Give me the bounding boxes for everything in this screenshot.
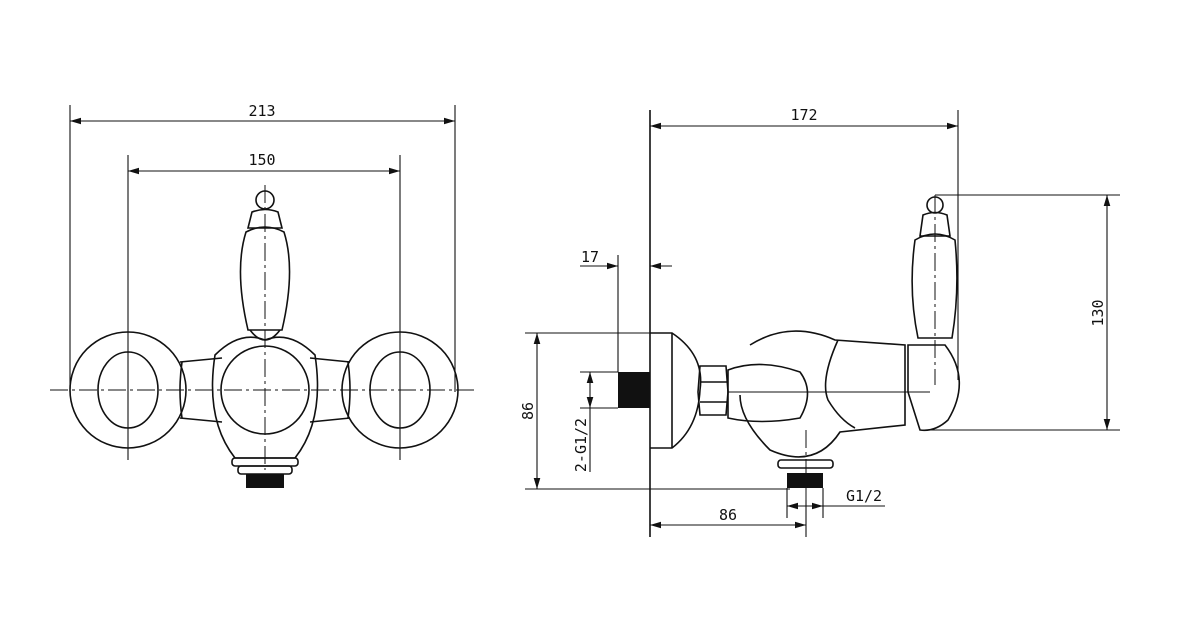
side-view: 172 17 86 2-G1/2: [519, 106, 1120, 537]
dim-label-17: 17: [581, 248, 599, 266]
right-wall-flange: [341, 331, 459, 449]
dimension-17: 17: [580, 248, 672, 372]
dim-label-g1-2: G1/2: [846, 487, 882, 505]
dim-label-172: 172: [790, 106, 817, 124]
dim-label-150: 150: [248, 151, 275, 169]
front-view: 213 150: [50, 102, 475, 488]
left-wall-flange: [69, 331, 187, 449]
dimension-2-g1-2: 2-G1/2: [572, 371, 618, 472]
dimension-130: 130: [920, 194, 1120, 431]
dimension-g1-2: G1/2: [786, 487, 885, 518]
dim-label-86-vertical: 86: [519, 402, 537, 420]
inlet-thread: [618, 372, 650, 408]
dim-label-2-g1-2: 2-G1/2: [572, 418, 590, 472]
mixer-dial: [220, 345, 310, 435]
dimension-172: 172: [650, 106, 959, 380]
outlet-thread: [787, 473, 823, 488]
dim-label-130: 130: [1089, 299, 1107, 326]
dim-label-213: 213: [248, 102, 275, 120]
dim-label-86-horizontal: 86: [719, 506, 737, 524]
lever-handle: [911, 233, 958, 339]
dimension-86-horizontal: 86: [650, 500, 807, 537]
dimension-213: 213: [69, 102, 456, 392]
hex-nut: [697, 365, 729, 416]
outlet-thread: [246, 474, 284, 488]
dimension-86-vertical: 86: [519, 332, 790, 490]
dimension-150: 150: [127, 151, 401, 460]
lever-handle: [239, 226, 291, 331]
